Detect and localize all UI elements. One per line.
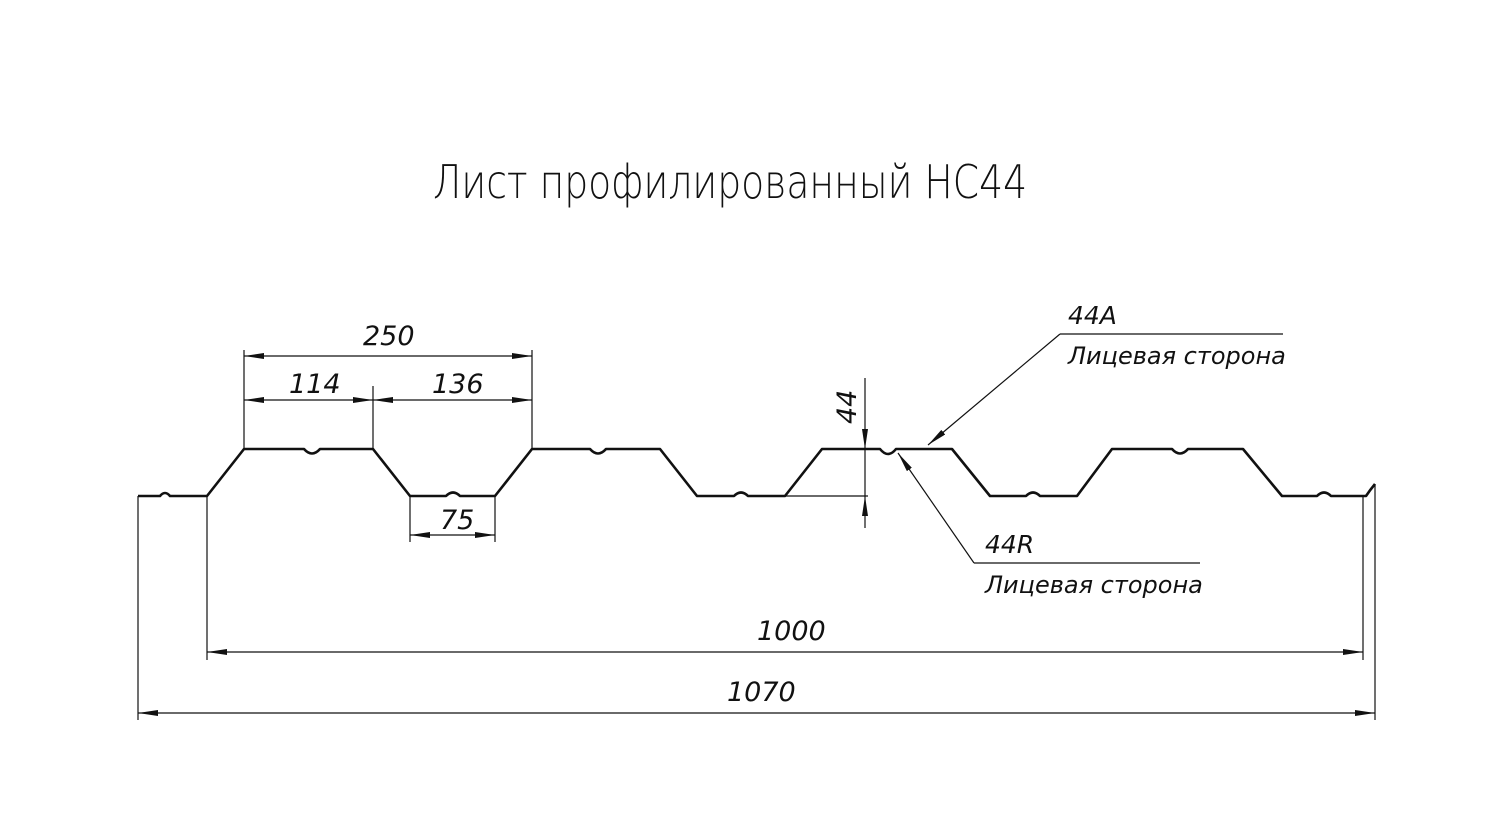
dim-text-75: 75 [440, 505, 474, 536]
extension-lines [137, 350, 1376, 720]
dim-text-1070: 1070 [727, 677, 796, 708]
callout-44a: 44A Лицевая сторона [927, 301, 1286, 446]
callout-44r-label: Лицевая сторона [984, 571, 1203, 599]
callout-44a-label: Лицевая сторона [1067, 342, 1286, 370]
dim-text-136: 136 [432, 369, 484, 400]
drawing-title: Лист профилированный НС44 [433, 155, 1027, 209]
dim-text-114: 114 [289, 369, 341, 400]
callout-44a-code: 44A [1068, 301, 1117, 330]
dim-text-250: 250 [363, 321, 415, 352]
sheet-profile [138, 447, 1376, 498]
dim-text-1000: 1000 [757, 616, 826, 647]
callout-44r-code: 44R [985, 530, 1034, 559]
callout-44r: 44R Лицевая сторона [897, 452, 1203, 599]
dim-text-44: 44 [832, 390, 863, 424]
